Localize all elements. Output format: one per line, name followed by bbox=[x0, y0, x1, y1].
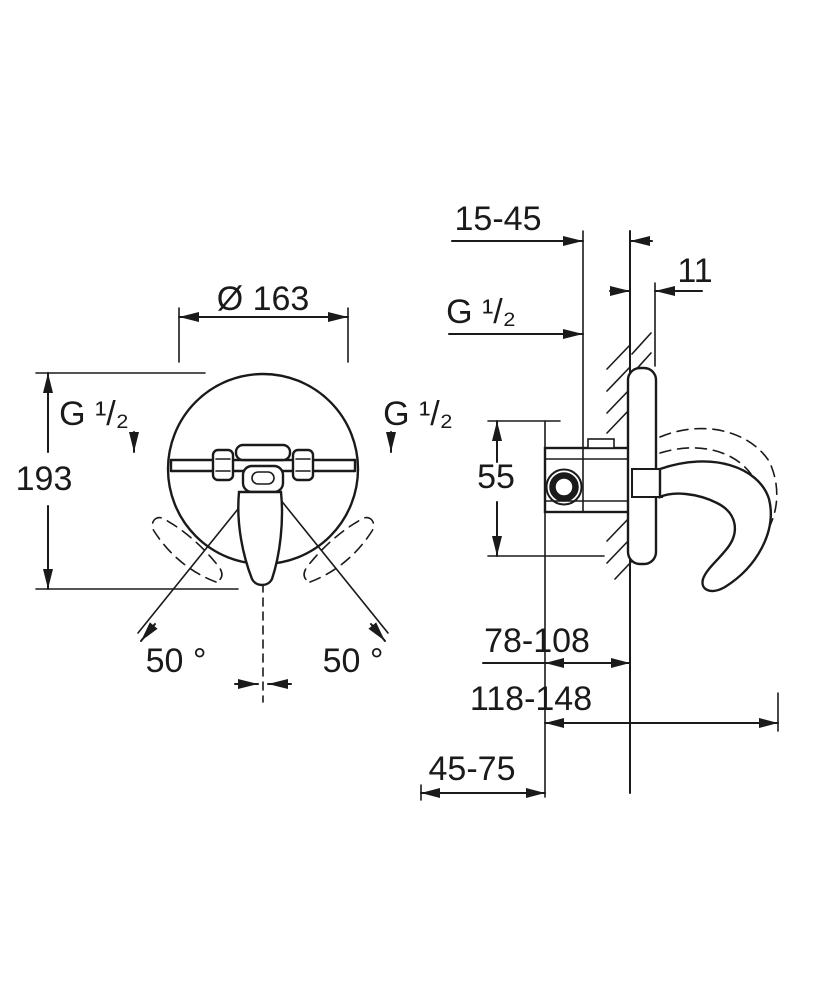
front-height-label: 193 bbox=[16, 460, 73, 498]
angle-arrow-left bbox=[140, 622, 158, 642]
front-thread-right-label: G ¹/₂ bbox=[383, 395, 453, 433]
front-thread-left-label: G ¹/₂ bbox=[59, 395, 129, 433]
supply-connection bbox=[545, 468, 583, 506]
valve-body bbox=[543, 438, 632, 514]
supply-connection-ring bbox=[549, 472, 579, 502]
arrowhead bbox=[545, 658, 564, 668]
swing-ray-right bbox=[262, 477, 389, 634]
depth-to-wall-label: 78-108 bbox=[484, 622, 590, 660]
side-thread-label: G ¹/₂ bbox=[446, 293, 516, 331]
front-diameter-label: Ø 163 bbox=[217, 280, 310, 318]
port-height-label: 55 bbox=[477, 458, 515, 496]
arrowhead bbox=[545, 718, 564, 728]
handle-swing-right bbox=[303, 516, 375, 583]
angle-left-label: 50 ° bbox=[146, 642, 207, 680]
arrowhead bbox=[759, 718, 778, 728]
front-view: Ø 163 193 G ¹/₂ G ¹/₂ bbox=[16, 280, 453, 703]
union-fitting-right bbox=[291, 448, 315, 482]
wall-offset-label: 15-45 bbox=[455, 200, 542, 238]
plate-depth-label: 11 bbox=[677, 252, 712, 290]
lever-handle-front bbox=[234, 443, 292, 587]
arrowhead bbox=[611, 658, 630, 668]
side-view: 15-45 11 G ¹/₂ 55 bbox=[420, 200, 779, 801]
arrowhead bbox=[421, 788, 440, 798]
escutcheon-side bbox=[626, 366, 658, 566]
handle-swing-left bbox=[151, 516, 223, 583]
rough-in-depth-label: 45-75 bbox=[429, 750, 516, 788]
union-fitting-left bbox=[211, 448, 235, 482]
cartridge-stem bbox=[631, 468, 663, 498]
arrowhead bbox=[526, 788, 545, 798]
handle-swing-arc-inner bbox=[659, 447, 752, 475]
angle-right-label: 50 ° bbox=[323, 642, 384, 680]
angle-arrow-right bbox=[368, 622, 386, 642]
lever-handle-side bbox=[658, 460, 772, 593]
overall-depth-label: 118-148 bbox=[470, 680, 592, 718]
handle-swing-arc-outer bbox=[659, 427, 778, 548]
